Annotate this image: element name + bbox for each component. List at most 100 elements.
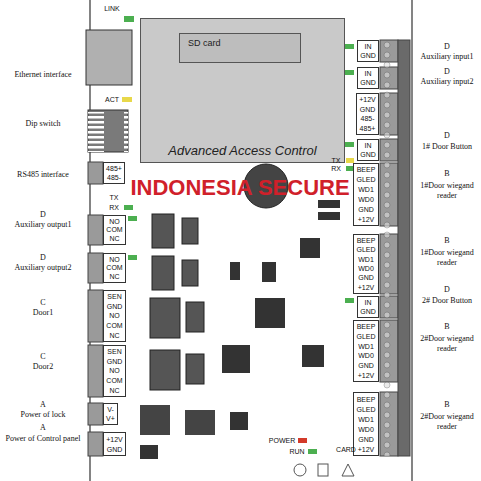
pin-name: SEN bbox=[107, 293, 121, 300]
chip bbox=[318, 200, 340, 208]
sd-card-slot: SD card bbox=[179, 33, 301, 63]
capacitor bbox=[140, 445, 158, 459]
callout-label: D bbox=[416, 42, 478, 52]
pin-name: IN bbox=[365, 43, 372, 50]
screw-row bbox=[380, 40, 398, 456]
terminal-label-block: INGND bbox=[357, 296, 379, 318]
chip bbox=[300, 238, 320, 258]
pin-name: NC bbox=[109, 235, 119, 242]
pin-name: GND bbox=[360, 106, 376, 113]
dip-levers bbox=[88, 112, 128, 152]
callout-label: 1#Door wiegand reader bbox=[416, 181, 478, 201]
terminal-block bbox=[88, 253, 103, 283]
led-label: RX bbox=[331, 165, 341, 173]
led-label: CARD bbox=[336, 446, 356, 454]
panel-label: SD card bbox=[188, 38, 221, 48]
pin-name: WD0 bbox=[358, 265, 374, 272]
pin-name: GLED bbox=[356, 246, 375, 253]
panel-label: Advanced Access Control bbox=[141, 143, 344, 158]
pin-name: V- bbox=[107, 406, 114, 413]
pin-name: 485+ bbox=[106, 165, 122, 172]
pin-name: COM bbox=[106, 264, 122, 271]
pin-name: IN bbox=[365, 70, 372, 77]
terminal-label-block: SENGNDNOCOMNC bbox=[103, 290, 126, 342]
pin-name: BEEP bbox=[357, 237, 376, 244]
icon bbox=[318, 464, 328, 476]
pin-name: WD1 bbox=[358, 416, 374, 423]
pin-name: +12V bbox=[359, 96, 376, 103]
terminal-label-block: BEEPGLEDWD1WD0GND+12V bbox=[353, 234, 379, 294]
chip bbox=[230, 262, 240, 280]
pin-name: +12V bbox=[358, 216, 375, 223]
callout-label: A bbox=[1, 400, 85, 410]
chip bbox=[318, 212, 340, 220]
relay bbox=[150, 350, 180, 390]
terminal-label-block: V- V+ bbox=[103, 403, 118, 425]
led bbox=[345, 298, 354, 303]
led-label: RX bbox=[109, 204, 119, 212]
callout-label: Auxiliary input1 bbox=[416, 52, 478, 62]
led-label: TX bbox=[110, 194, 119, 202]
pin-name: GND bbox=[360, 151, 376, 158]
callout-label: 2#Door wiegand reader bbox=[416, 334, 478, 354]
led-label: LINK bbox=[104, 5, 120, 13]
led bbox=[345, 142, 354, 147]
pin-name: WD1 bbox=[358, 343, 374, 350]
terminal-block bbox=[88, 162, 103, 184]
relay bbox=[150, 298, 180, 338]
icon bbox=[342, 464, 354, 476]
rx-led bbox=[124, 205, 133, 210]
chip bbox=[302, 345, 324, 367]
callout-label: B bbox=[416, 322, 478, 332]
callout-label: D bbox=[1, 210, 85, 220]
terminal-label-block: NOCOMNC bbox=[103, 253, 126, 283]
pin-name: BEEP bbox=[357, 396, 376, 403]
pin-name: WD1 bbox=[358, 256, 374, 263]
led-label: POWER bbox=[269, 437, 295, 445]
pin-name: IN bbox=[365, 142, 372, 149]
led-label: ACT bbox=[105, 96, 119, 104]
pin-name: WD0 bbox=[358, 196, 374, 203]
terminal-block bbox=[88, 432, 103, 456]
led bbox=[345, 44, 354, 49]
power-module bbox=[185, 410, 215, 435]
pin-name: GLED bbox=[356, 176, 375, 183]
callout-label: Auxiliary output1 bbox=[1, 220, 85, 230]
relay bbox=[186, 354, 204, 384]
terminal-label-block: 485+485- bbox=[103, 162, 125, 184]
pin-name: NO bbox=[109, 218, 120, 225]
right-terminal-blocks bbox=[380, 40, 410, 456]
terminal-label-block: BEEPGLEDWD1WD0GND+12V bbox=[353, 392, 379, 456]
pin-name: WD1 bbox=[358, 186, 374, 193]
controller-panel: Advanced Access Control SD card bbox=[140, 18, 345, 163]
pin-name: BEEP bbox=[357, 166, 376, 173]
led bbox=[345, 70, 354, 75]
ethernet-jack bbox=[86, 30, 132, 85]
callout-label: 1# Door Button bbox=[416, 142, 478, 152]
pin-name: COM bbox=[106, 226, 122, 233]
pin-name: IN bbox=[365, 299, 372, 306]
pin-name: +12V bbox=[358, 446, 375, 453]
callout-label: 1#Door wiegand reader bbox=[416, 248, 478, 268]
callout-label: B bbox=[416, 169, 478, 179]
pin-name: GLED bbox=[356, 406, 375, 413]
callout-label: Power of Control panel bbox=[1, 434, 85, 444]
run-led bbox=[308, 449, 317, 454]
terminal-block bbox=[88, 345, 103, 397]
chip bbox=[255, 298, 285, 328]
relays bbox=[150, 214, 204, 390]
terminal-label-block: IN GND bbox=[357, 139, 379, 161]
terminal-label-block: NOCOM NC bbox=[103, 215, 126, 245]
led-label: RUN bbox=[289, 448, 304, 456]
terminal-block bbox=[88, 290, 103, 342]
pin-name: NO bbox=[109, 312, 120, 319]
callout-label: C bbox=[1, 352, 85, 362]
callout-label: Power of lock bbox=[1, 410, 85, 420]
callout-label: RS485 interface bbox=[1, 170, 85, 180]
callout-label: Ethernet interface bbox=[1, 70, 85, 80]
left-terminal-blocks bbox=[88, 162, 103, 456]
pin-name: GND bbox=[107, 446, 123, 453]
terminal-block bbox=[88, 215, 103, 245]
pin-name: SEN bbox=[107, 348, 121, 355]
pin-name: V+ bbox=[106, 415, 115, 422]
